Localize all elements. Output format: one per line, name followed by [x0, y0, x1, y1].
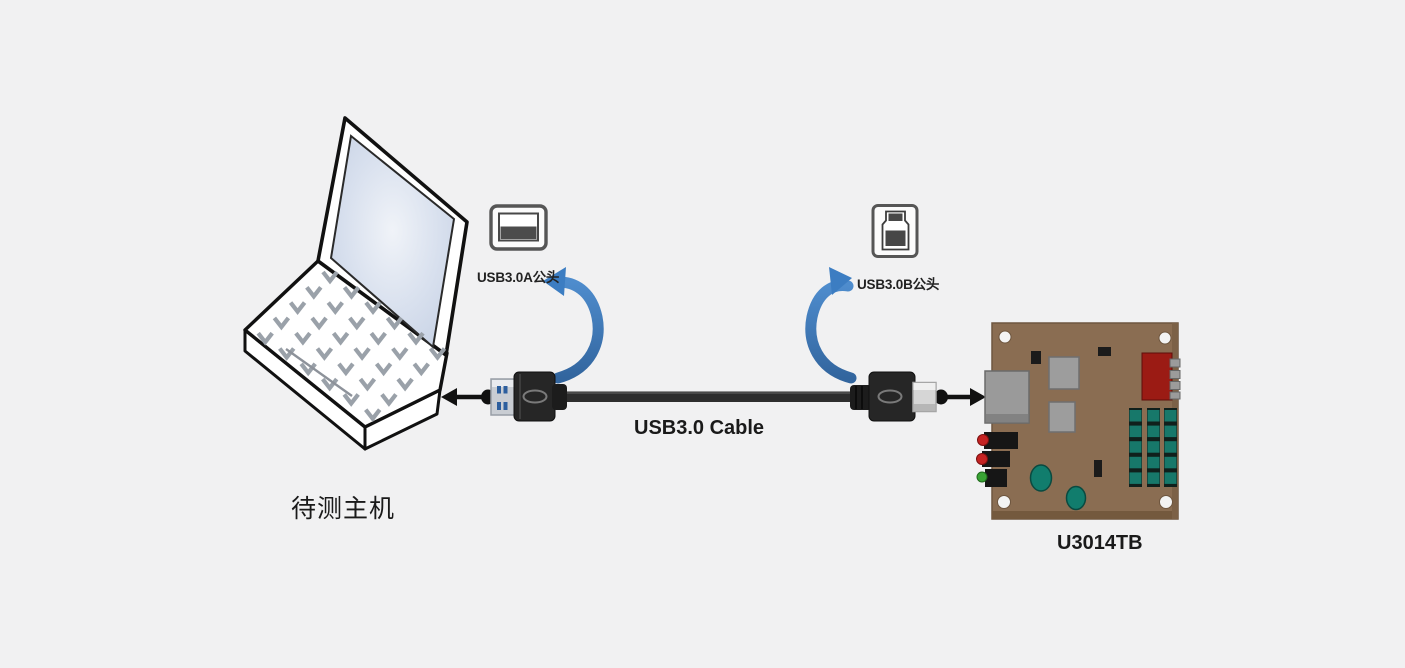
laptop-screen — [329, 134, 456, 349]
connector-b-label: USB3.0B公头 — [857, 277, 940, 292]
connector-a-label: USB3.0A公头 — [477, 270, 560, 285]
usb-a-port-icon — [489, 204, 548, 251]
curved-arrow-a-head — [543, 267, 566, 296]
curved-arrow-to-b-label — [805, 267, 857, 384]
capacitor — [1029, 464, 1053, 492]
board-label: U3014TB — [1057, 532, 1143, 554]
curved-arrow-to-a-label — [543, 267, 604, 384]
connection-arrow-right — [934, 388, 986, 406]
connection-arrow-left — [441, 388, 495, 406]
pin-header-columns — [1129, 408, 1177, 487]
led-jack-red-1 — [977, 432, 1018, 449]
usb-b-receptacle — [984, 370, 1030, 424]
ic-chip — [1048, 356, 1080, 390]
laptop-illustration — [243, 116, 469, 451]
led-jack-green — [976, 469, 1007, 487]
usb-cable — [562, 391, 854, 402]
cable-label: USB3.0 Cable — [634, 417, 765, 439]
plug-logo-oval — [877, 389, 903, 404]
ic-chip — [1048, 401, 1076, 433]
capacitor — [1065, 485, 1087, 511]
pcb-board — [976, 322, 1181, 520]
curved-arrow-b-head — [829, 267, 852, 295]
usb-a-plug — [490, 371, 567, 422]
power-connector-red — [1141, 352, 1181, 401]
host-label: 待测主机 — [291, 496, 396, 523]
usb-b-port-icon — [871, 204, 919, 258]
led-jack-red-2 — [976, 451, 1010, 467]
usb-b-plug — [850, 371, 937, 422]
plug-logo-oval — [522, 389, 548, 404]
